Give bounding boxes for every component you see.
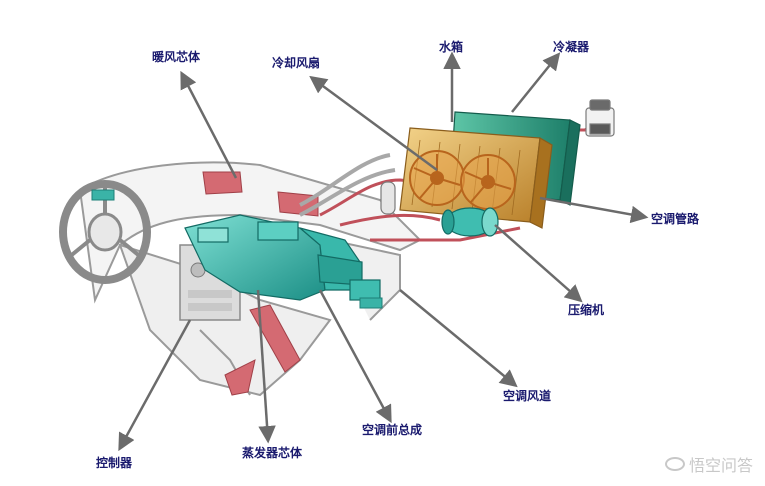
speech-bubble-icon bbox=[664, 457, 685, 471]
arrow-compressor bbox=[494, 224, 583, 303]
watermark: 悟空问答 bbox=[664, 452, 753, 476]
hvac-assembly bbox=[184, 214, 381, 301]
label-ac-pipe: 空调管路 bbox=[651, 212, 700, 226]
arrow-ac-duct bbox=[399, 289, 518, 388]
cooling-fans bbox=[409, 150, 516, 210]
leader-arrows bbox=[118, 51, 649, 452]
compressor bbox=[441, 207, 499, 237]
arrow-condenser bbox=[511, 52, 561, 113]
label-ac-duct: 空调风道 bbox=[503, 389, 552, 403]
steering-wheel bbox=[59, 180, 151, 284]
label-cooling-fan: 冷却风扇 bbox=[272, 56, 321, 70]
receiver-dryer bbox=[380, 181, 396, 215]
arrow-ac-assembly bbox=[318, 289, 392, 424]
label-ac-assembly: 空调前总成 bbox=[362, 423, 423, 437]
arrow-ac-pipe bbox=[539, 196, 649, 224]
arrow-heater-core bbox=[180, 70, 238, 179]
ac-pipes-gray bbox=[299, 153, 396, 217]
watermark-text: 悟空问答 bbox=[688, 456, 753, 475]
arrow-evaporator-core bbox=[256, 289, 276, 444]
arrow-controller bbox=[118, 319, 192, 452]
label-water-tank: 水箱 bbox=[439, 40, 464, 54]
label-condenser: 冷凝器 bbox=[553, 40, 590, 54]
vents bbox=[91, 189, 383, 309]
label-compressor: 压缩机 bbox=[568, 303, 605, 317]
label-controller: 控制器 bbox=[96, 456, 133, 470]
expansion-tank bbox=[585, 99, 615, 137]
arrow-cooling-fan bbox=[309, 75, 438, 172]
label-heater-core: 暖风芯体 bbox=[152, 50, 201, 64]
label-evaporator-core: 蒸发器芯体 bbox=[242, 446, 303, 460]
